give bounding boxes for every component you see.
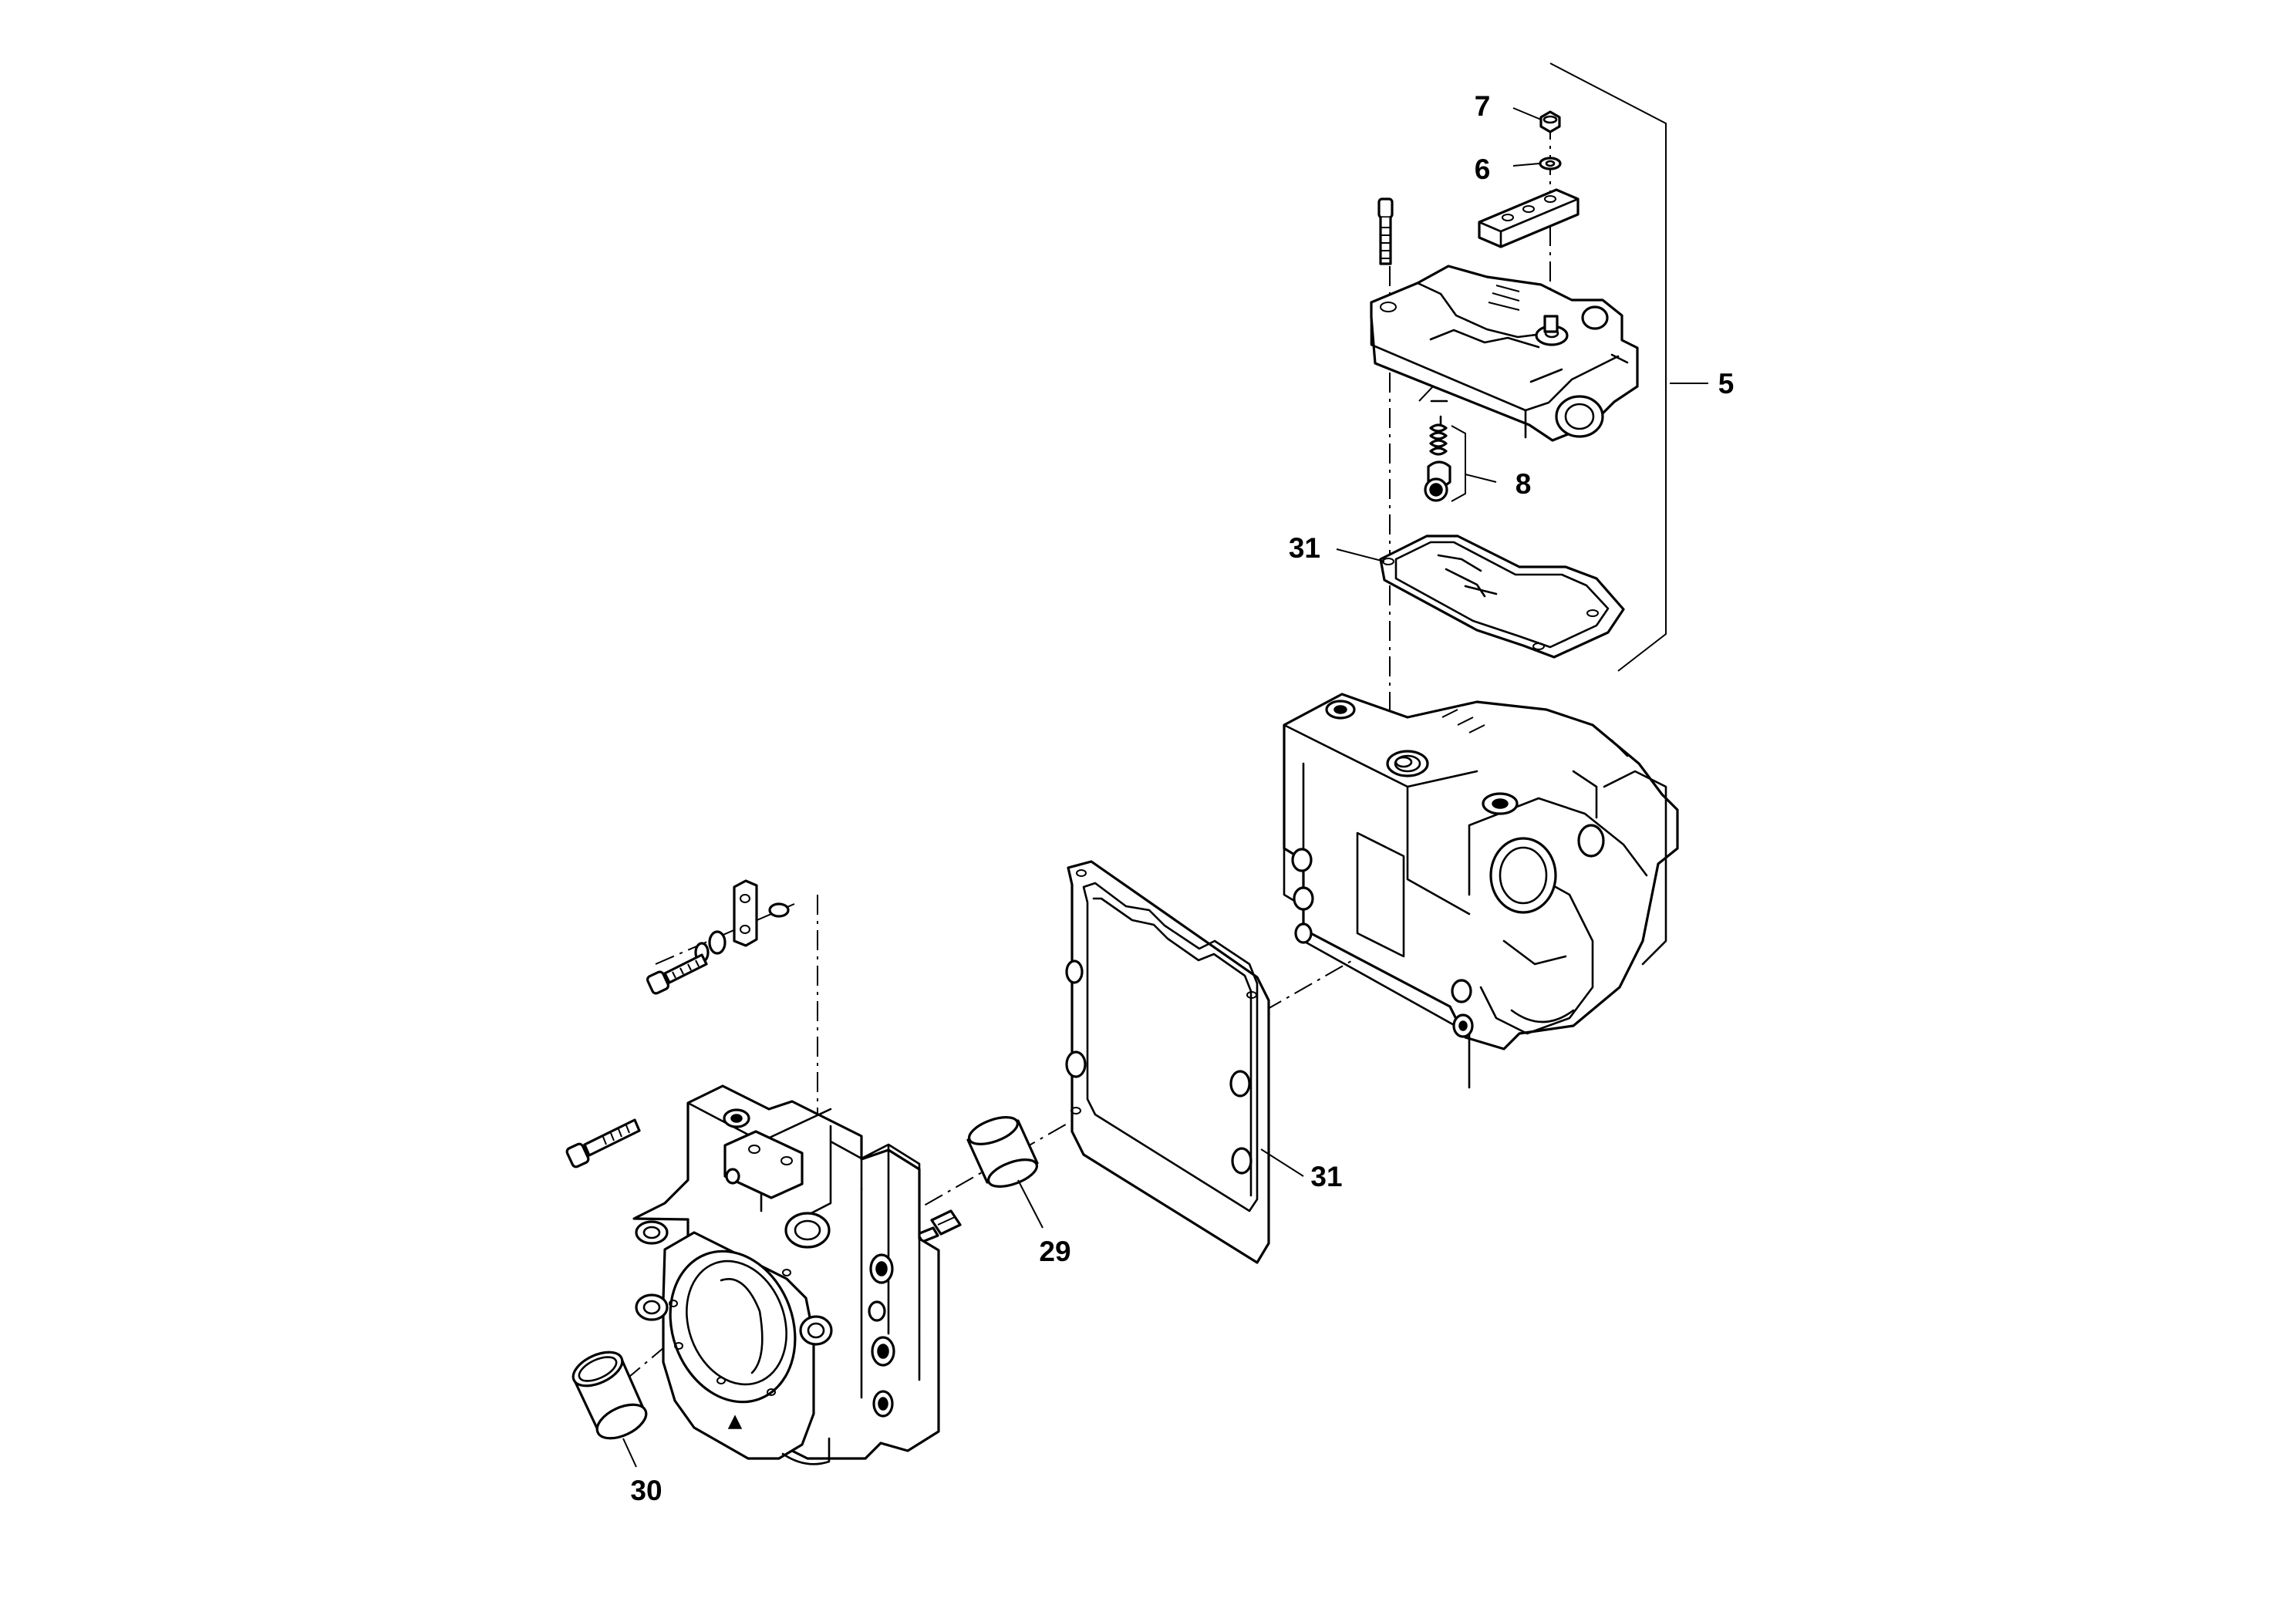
callout-31-lower: 31 (1310, 1161, 1342, 1192)
leader-lines (622, 107, 1708, 1468)
callout-30: 30 (630, 1475, 662, 1506)
assembly-bracket-5 (1549, 62, 1667, 672)
callout-29: 29 (1039, 1236, 1070, 1267)
gasket-part-31-upper (1379, 534, 1625, 659)
main-pump-housing (1283, 693, 1679, 1089)
bolt-left (565, 1118, 641, 1168)
spring-valve-part-8 (1424, 400, 1466, 502)
clamp-plate (1478, 188, 1580, 248)
washer-part-6 (1539, 157, 1562, 170)
sleeve-part-29 (966, 1116, 1039, 1188)
callout-5: 5 (1718, 368, 1735, 400)
plug-fitting (916, 1209, 962, 1243)
bolt-top (1377, 197, 1394, 265)
nut-part-7 (1539, 110, 1561, 133)
callout-31-upper: 31 (1289, 532, 1320, 564)
callout-labels: 7 6 5 8 31 31 29 30 (630, 90, 1734, 1506)
end-cap-housing (632, 1084, 940, 1465)
gasket-part-31-lower (1065, 860, 1270, 1264)
callout-6: 6 (1475, 153, 1491, 185)
ring-part-30 (571, 1351, 648, 1440)
small-bracket-assembly (646, 879, 790, 995)
callout-7: 7 (1475, 90, 1491, 122)
control-housing (1370, 265, 1639, 442)
callout-8: 8 (1515, 468, 1532, 500)
